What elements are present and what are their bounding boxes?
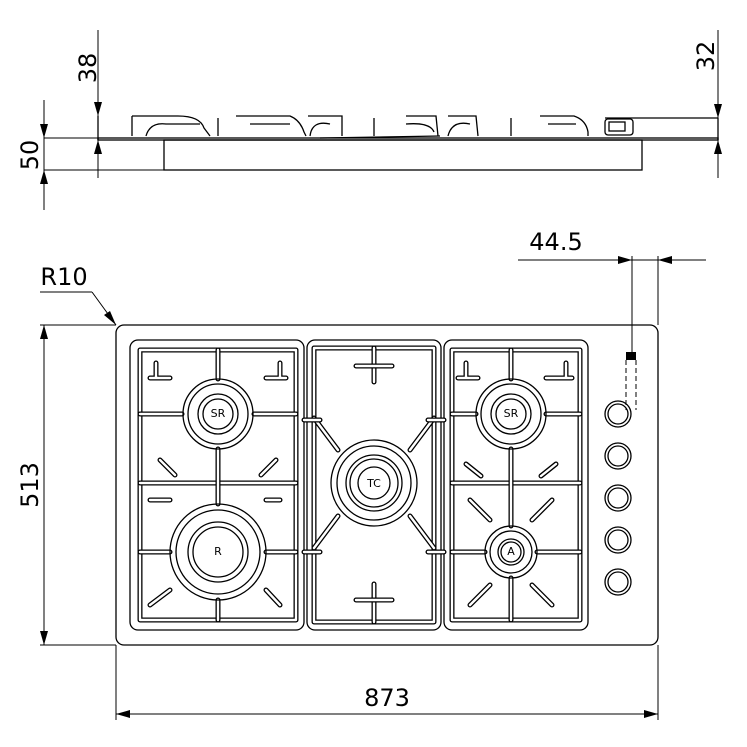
- dim-38-arrow: [94, 102, 102, 116]
- side-grate-part-8: [540, 115, 589, 136]
- burner-triple-crown: TC: [330, 439, 418, 527]
- grate-right-bar-8-inner: [468, 498, 554, 522]
- knob-ring: [604, 568, 632, 596]
- dim-32-label: 32: [692, 41, 720, 72]
- dim-513-arrow-top: [40, 325, 48, 339]
- knob-ring: [604, 484, 632, 512]
- burner-semi-rapid-left: SR: [182, 378, 254, 450]
- zone-center: [306, 339, 442, 631]
- dim-44-arrow-right: [658, 256, 672, 264]
- grate-right-bar-5-inner: [456, 361, 480, 380]
- knob-ring: [607, 571, 629, 593]
- dim-38-label: 38: [74, 53, 102, 84]
- cooktop-outline: [115, 324, 659, 646]
- dim-38-arrow-bottom: [94, 140, 102, 154]
- knob-ring: [607, 403, 629, 425]
- dim-873-arrow-right: [644, 710, 658, 718]
- control-knobs: [604, 400, 632, 596]
- knob-5[interactable]: [604, 568, 632, 596]
- grate-right-bar-6-inner: [544, 361, 574, 380]
- knob-axis-marker: [626, 352, 636, 360]
- grate-right-bar-5: [455, 360, 481, 381]
- side-knob: [604, 118, 634, 136]
- dim-513-arrow-bottom: [40, 631, 48, 645]
- burner-label-sr-left: SR: [211, 407, 226, 420]
- side-grate-part-5: [405, 115, 439, 137]
- side-grate-part-0: [131, 115, 211, 137]
- burner-label-sr-right: SR: [504, 407, 519, 420]
- burner-semi-rapid-right: SR: [475, 378, 547, 450]
- dim-50-arrow-top: [40, 124, 48, 138]
- knob-ring: [607, 445, 629, 467]
- burner-auxiliary: A: [484, 525, 538, 579]
- grate-right-bar-7-inner: [464, 462, 558, 478]
- grate-left-bar-5: [147, 360, 173, 381]
- side-view: 38 32 50: [16, 30, 722, 210]
- dim-513-label: 513: [16, 462, 44, 508]
- knob-ring: [607, 529, 629, 551]
- grate-center-bar-2-inner: [312, 416, 436, 550]
- knob-2[interactable]: [604, 442, 632, 470]
- burner-label-r: R: [214, 545, 222, 558]
- dim-44-arrow-left: [618, 256, 632, 264]
- zone-right: [443, 339, 589, 631]
- side-knob-cap: [608, 121, 626, 132]
- grate-left-bar-7-inner: [148, 498, 282, 607]
- knob-ring: [604, 400, 632, 428]
- burner-label-a: A: [507, 545, 515, 558]
- dim-50-arrow-bottom: [40, 170, 48, 184]
- top-grates: [137, 345, 583, 625]
- r10-arrow: [104, 311, 116, 325]
- grate-link-bars-inner: [302, 418, 446, 554]
- knob-3[interactable]: [604, 484, 632, 512]
- side-grates: [131, 115, 589, 139]
- grate-center-bar-3-inner: [354, 364, 394, 602]
- knob-ring: [604, 442, 632, 470]
- r10-label: R10: [40, 263, 87, 291]
- knob-ring: [607, 487, 629, 509]
- side-grate-part-3: [308, 115, 343, 137]
- side-grate-part-6: [447, 115, 479, 137]
- grate-left-bar-6: [263, 360, 289, 381]
- knob-1[interactable]: [604, 400, 632, 428]
- cooktop-body: [163, 139, 643, 171]
- side-grate-part-2: [236, 115, 307, 137]
- dim-32-arrow-bottom: [714, 140, 722, 154]
- dim-873-arrow-left: [116, 710, 130, 718]
- top-view: SR R TC SR A: [16, 228, 706, 720]
- dim-44-label: 44.5: [529, 228, 582, 256]
- grate-left-bar-6-inner: [264, 361, 288, 380]
- grate-left-bar-5-inner: [148, 361, 172, 380]
- burner-label-tc: TC: [366, 477, 381, 490]
- burner-rapid: R: [169, 503, 267, 601]
- dim-50-label: 50: [16, 140, 44, 171]
- dim-873-label: 873: [364, 684, 410, 712]
- knob-ring: [604, 526, 632, 554]
- dim-32-arrow-top: [714, 104, 722, 118]
- side-burner-base: [319, 135, 441, 139]
- knob-4[interactable]: [604, 526, 632, 554]
- grate-right-bar-9-inner: [468, 583, 554, 607]
- zone-left: [129, 339, 305, 631]
- grate-right-bar-6: [543, 360, 575, 381]
- grate-left-bar-8-inner: [158, 458, 278, 477]
